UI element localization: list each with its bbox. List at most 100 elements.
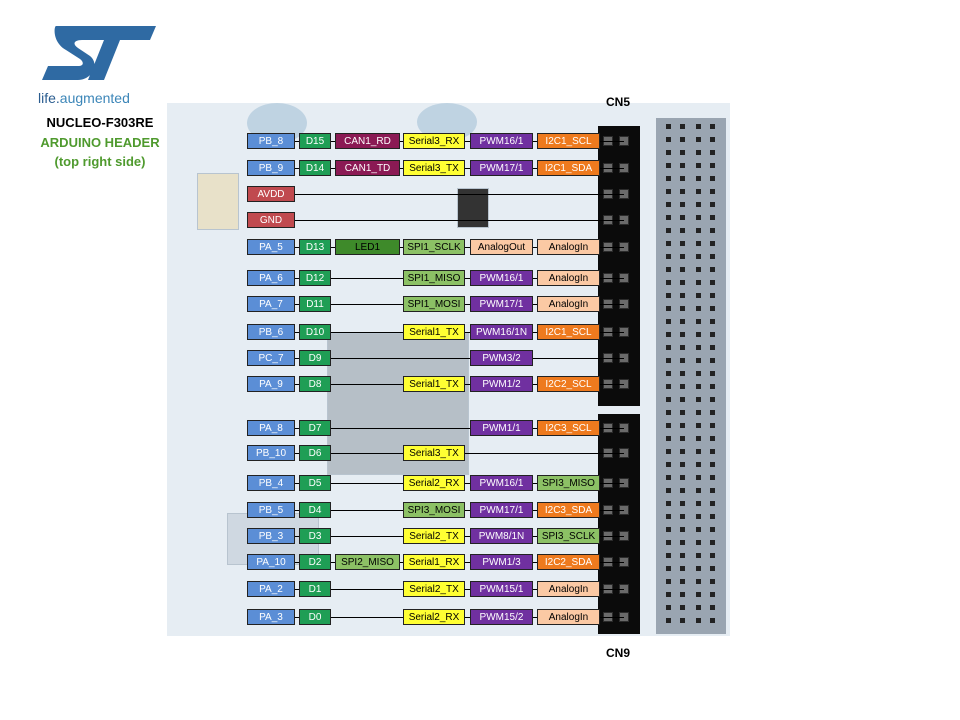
pin-label-port: PB_3 bbox=[247, 528, 295, 544]
pin-label-pwm: PWM16/1 bbox=[470, 270, 533, 286]
morpho-pin bbox=[680, 306, 685, 311]
morpho-pin bbox=[710, 540, 715, 545]
morpho-pin bbox=[666, 436, 671, 441]
morpho-pin bbox=[710, 553, 715, 558]
morpho-pin bbox=[696, 254, 701, 259]
morpho-pin bbox=[696, 176, 701, 181]
morpho-pin bbox=[696, 332, 701, 337]
crystal-component bbox=[197, 173, 239, 230]
morpho-pin bbox=[666, 358, 671, 363]
brand-life: life. bbox=[38, 90, 60, 106]
morpho-pin bbox=[696, 137, 701, 142]
morpho-pin bbox=[710, 423, 715, 428]
morpho-pin bbox=[696, 189, 701, 194]
morpho-pin bbox=[710, 306, 715, 311]
morpho-pin bbox=[710, 215, 715, 220]
pin-label-port: PA_3 bbox=[247, 609, 295, 625]
morpho-pin bbox=[666, 241, 671, 246]
pin-label-serial: Serial2_TX bbox=[403, 528, 465, 544]
morpho-pin bbox=[696, 124, 701, 129]
morpho-pin bbox=[666, 345, 671, 350]
morpho-pin bbox=[680, 501, 685, 506]
pin-wire bbox=[250, 358, 624, 359]
pin-label-analog: AnalogIn bbox=[537, 609, 600, 625]
pin-label-pwm: PWM3/2 bbox=[470, 350, 533, 366]
morpho-pin bbox=[710, 397, 715, 402]
pin-label-serial: Serial3_RX bbox=[403, 133, 465, 149]
morpho-pin bbox=[666, 553, 671, 558]
morpho-pin bbox=[710, 176, 715, 181]
morpho-pin bbox=[666, 306, 671, 311]
morpho-pin bbox=[710, 163, 715, 168]
pin-label-pwm: PWM1/3 bbox=[470, 554, 533, 570]
morpho-pin bbox=[710, 358, 715, 363]
side-subtitle: (top right side) bbox=[54, 154, 146, 169]
pin-label-pwm: PWM16/1 bbox=[470, 475, 533, 491]
pin-label-serial: Serial3_TX bbox=[403, 445, 465, 461]
morpho-pin bbox=[696, 462, 701, 467]
st-logo-icon bbox=[42, 26, 156, 80]
morpho-pin bbox=[680, 176, 685, 181]
morpho-pin bbox=[696, 371, 701, 376]
pin-label-arduino: D10 bbox=[299, 324, 331, 340]
cn5-label: CN5 bbox=[606, 95, 631, 109]
pin-label-arduino: D15 bbox=[299, 133, 331, 149]
morpho-pin bbox=[696, 384, 701, 389]
morpho-pin bbox=[680, 332, 685, 337]
pin-label-led: LED1 bbox=[335, 239, 400, 255]
morpho-pin bbox=[680, 423, 685, 428]
morpho-pin bbox=[666, 579, 671, 584]
morpho-pin bbox=[666, 501, 671, 506]
morpho-pin bbox=[710, 410, 715, 415]
pin-label-can: CAN1_RD bbox=[335, 133, 400, 149]
pin-label-i2c: I2C2_SCL bbox=[537, 376, 600, 392]
pin-label-arduino: D9 bbox=[299, 350, 331, 366]
morpho-pin bbox=[696, 150, 701, 155]
brand-tagline: life.augmented bbox=[38, 90, 130, 106]
morpho-pin bbox=[696, 280, 701, 285]
morpho-pin bbox=[666, 449, 671, 454]
morpho-pin bbox=[710, 488, 715, 493]
morpho-pin bbox=[696, 306, 701, 311]
pin-label-port: PA_7 bbox=[247, 296, 295, 312]
pin-label-analog: AnalogIn bbox=[537, 239, 600, 255]
pin-wire bbox=[250, 220, 624, 221]
cn9-label: CN9 bbox=[606, 646, 631, 660]
pin-label-serial: Serial3_TX bbox=[403, 160, 465, 176]
pin-label-port: PA_8 bbox=[247, 420, 295, 436]
morpho-pin bbox=[666, 332, 671, 337]
pin-label-port: PA_9 bbox=[247, 376, 295, 392]
morpho-pin bbox=[710, 605, 715, 610]
morpho-pin bbox=[710, 527, 715, 532]
morpho-pin bbox=[680, 137, 685, 142]
morpho-pin bbox=[710, 137, 715, 142]
pin-label-spi: SPI2_MISO bbox=[335, 554, 400, 570]
morpho-pin bbox=[680, 228, 685, 233]
pin-label-arduino: D8 bbox=[299, 376, 331, 392]
cn9-header bbox=[598, 414, 640, 634]
morpho-pin bbox=[710, 254, 715, 259]
morpho-pin bbox=[666, 488, 671, 493]
morpho-pin bbox=[696, 436, 701, 441]
pin-label-arduino: D14 bbox=[299, 160, 331, 176]
morpho-pin bbox=[680, 527, 685, 532]
morpho-pin bbox=[710, 150, 715, 155]
pin-label-arduino: D12 bbox=[299, 270, 331, 286]
pin-label-pwm: PWM16/1N bbox=[470, 324, 533, 340]
morpho-pin bbox=[696, 579, 701, 584]
pin-label-serial: Serial2_TX bbox=[403, 581, 465, 597]
pin-label-analog: AnalogIn bbox=[537, 581, 600, 597]
morpho-pin bbox=[696, 163, 701, 168]
morpho-pin bbox=[680, 475, 685, 480]
pin-label-port: PB_10 bbox=[247, 445, 295, 461]
morpho-pin bbox=[666, 605, 671, 610]
pin-label-serial: Serial1_TX bbox=[403, 324, 465, 340]
pin-label-serial: Serial2_RX bbox=[403, 609, 465, 625]
brand-augmented: augmented bbox=[59, 90, 130, 106]
morpho-pin bbox=[666, 475, 671, 480]
morpho-pin bbox=[666, 514, 671, 519]
morpho-pin bbox=[710, 202, 715, 207]
morpho-pin bbox=[666, 293, 671, 298]
morpho-pin bbox=[680, 254, 685, 259]
morpho-pin bbox=[710, 475, 715, 480]
